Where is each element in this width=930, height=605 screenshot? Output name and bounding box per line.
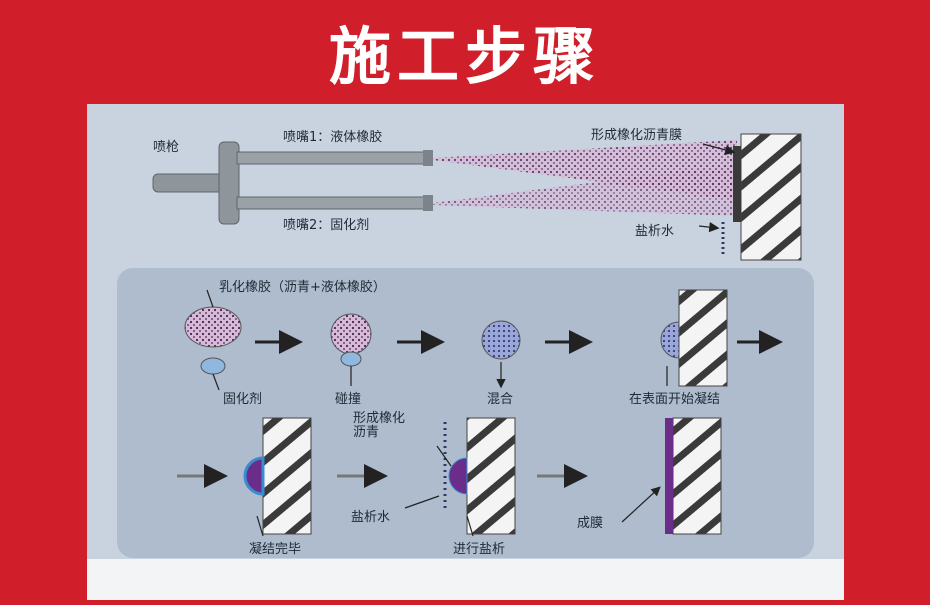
nozzle1-label: 喷嘴1：液体橡胶 — [283, 130, 383, 145]
salt-water-label: 盐析水 — [635, 224, 675, 239]
process-diagram — [117, 133, 814, 558]
rubber-asphalt-label: 形成橡化 沥青 — [353, 411, 406, 440]
spray-gun — [152, 141, 433, 225]
row1 — [184, 289, 783, 391]
row2 — [177, 417, 722, 537]
film-label: 成膜 — [577, 516, 604, 531]
membrane-label: 形成橡化沥青膜 — [591, 128, 683, 143]
spray-gun-label: 喷枪 — [153, 140, 180, 155]
curing-agent-label: 固化剂 — [223, 392, 263, 407]
surface-setting-label: 在表面开始凝结 — [629, 392, 721, 407]
top-wall — [698, 133, 802, 261]
panel-bottom-strip — [87, 559, 844, 600]
salting-out-label: 进行盐析 — [453, 542, 506, 557]
diagram-panel: 喷枪 喷嘴1：液体橡胶 喷嘴2：固化剂 形成橡化沥青膜 盐析水 乳化橡胶（沥青+… — [87, 104, 844, 600]
emulsion-label: 乳化橡胶（沥青+液体橡胶） — [219, 280, 386, 295]
mixing-label: 混合 — [487, 392, 514, 407]
setting-done-label: 凝结完毕 — [249, 542, 302, 557]
salt-water-row2-label: 盐析水 — [351, 510, 391, 525]
nozzle2-label: 喷嘴2：固化剂 — [283, 218, 370, 233]
collision-label: 碰撞 — [335, 392, 362, 407]
spray-cones — [433, 140, 737, 216]
page-title: 施工步骤 — [328, 20, 601, 93]
